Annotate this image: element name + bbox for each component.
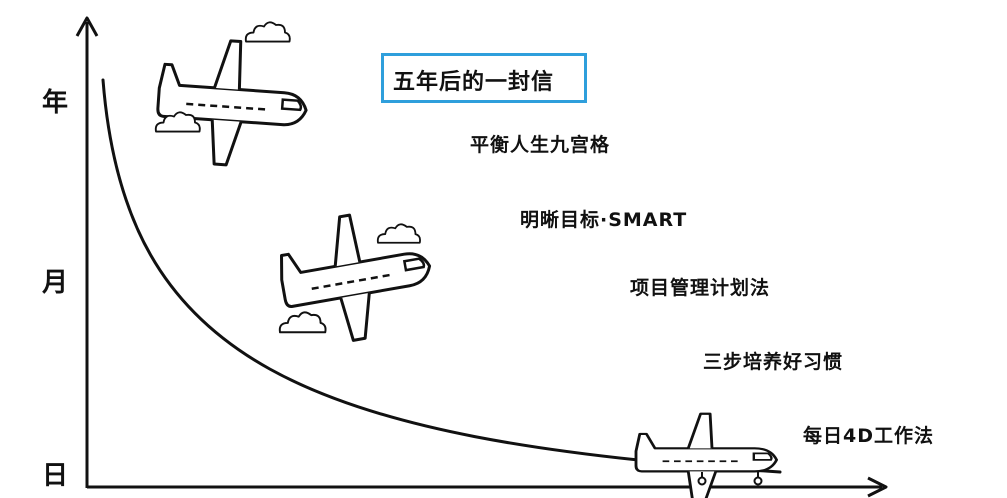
landing-gear: [697, 472, 763, 486]
x-axis: [87, 476, 888, 498]
diagram-title: 五年后的一封信: [393, 70, 555, 95]
axis-label-month: 月: [42, 268, 70, 298]
item-balance-grid: 平衡人生九宫格: [470, 134, 611, 156]
axis-label-year: 年: [42, 88, 70, 118]
time-curve: [101, 78, 782, 474]
axis-label-day: 日: [42, 461, 70, 491]
y-axis: [75, 16, 99, 488]
airplane-icon: [152, 34, 313, 172]
cloud-icon: [278, 311, 327, 334]
title-box: [381, 53, 587, 103]
cloud-icon: [244, 21, 291, 43]
item-project-plan: 项目管理计划法: [630, 277, 771, 299]
item-habits: 三步培养好习惯: [703, 351, 844, 373]
cloud-icon: [376, 223, 421, 244]
item-4d-method: 每日4D工作法: [803, 425, 934, 447]
item-smart-goals: 明晰目标·SMART: [520, 209, 688, 231]
airplane-icon: [634, 412, 779, 498]
